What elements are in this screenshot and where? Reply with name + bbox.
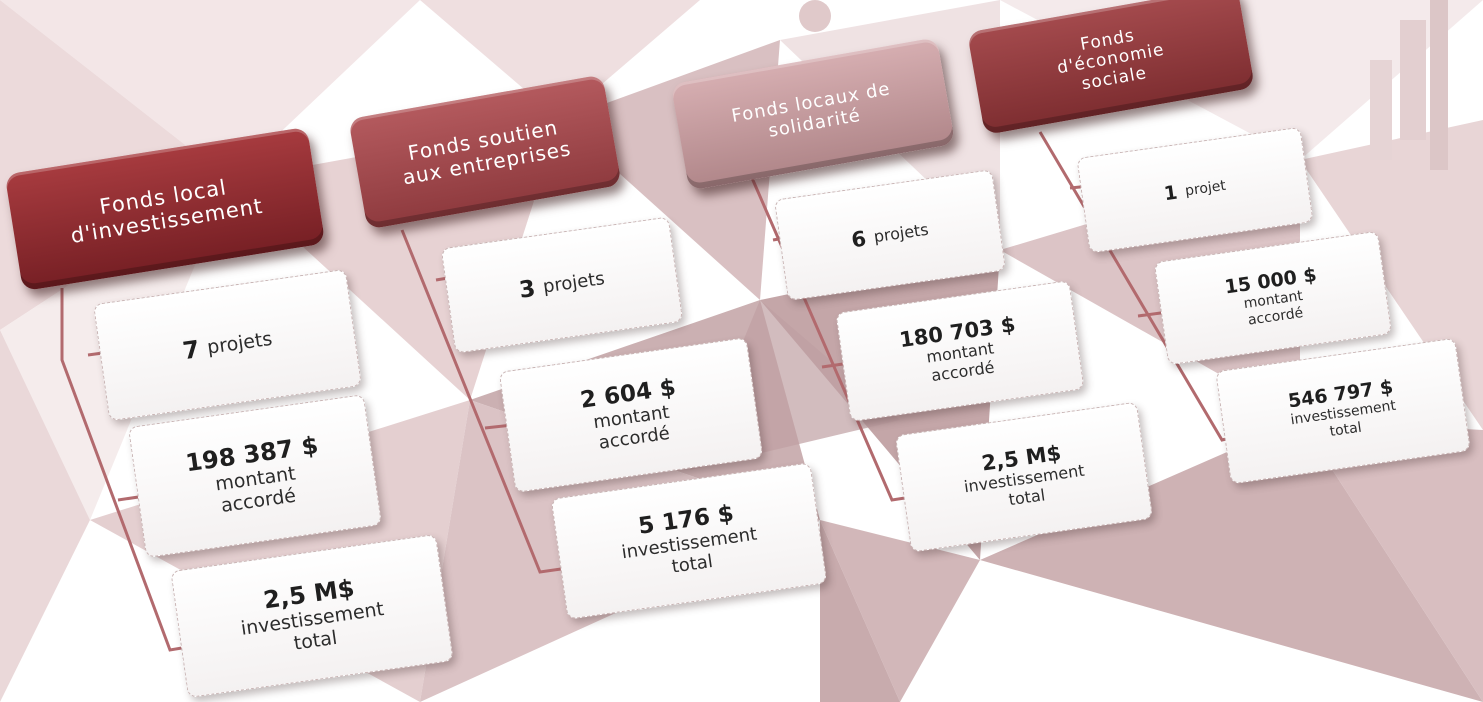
granted-amount-label: montant accordé xyxy=(1242,288,1305,329)
projects-count: 1 xyxy=(1162,181,1179,206)
total-investment-label: investissement total xyxy=(239,597,386,655)
projects-count: 3 xyxy=(517,275,538,304)
projects-count: 7 xyxy=(180,335,202,366)
projects-label: projets xyxy=(205,327,274,359)
projects-label: projets xyxy=(541,268,607,298)
granted-amount-label: montant accordé xyxy=(213,462,298,517)
granted-amount-label: montant accordé xyxy=(591,401,672,454)
projects-label: projets xyxy=(872,219,930,246)
projects-label: projet xyxy=(1184,177,1227,200)
granted-amount-label: montant accordé xyxy=(925,338,996,386)
projects-count: 6 xyxy=(849,226,868,253)
